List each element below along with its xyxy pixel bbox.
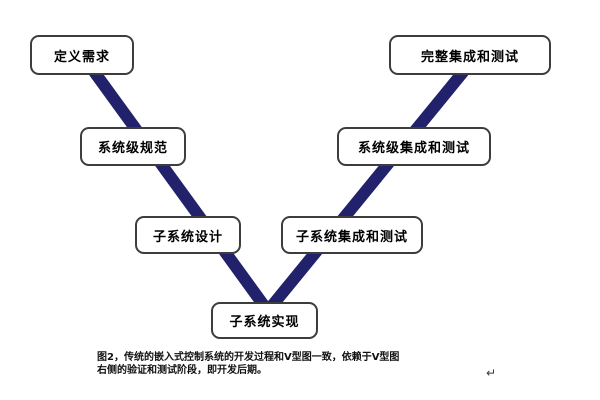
v-left-descending-line [85, 62, 270, 311]
figure-caption: 图2，传统的嵌入式控制系统的开发过程和V型图一致，依赖于V型图 右侧的验证和测试… [97, 352, 399, 377]
box-subsystem-integration-test: 子系统集成和测试 [281, 216, 423, 254]
figure-caption-line1: 图2，传统的嵌入式控制系统的开发过程和V型图一致，依赖于V型图 [97, 352, 400, 363]
box-system-level-integration-test: 系统级集成和测试 [337, 127, 491, 166]
box-subsystem-design: 子系统设计 [135, 216, 241, 254]
figure-caption-line2: 右侧的验证和测试阶段，即开发后期。 [97, 364, 267, 376]
box-system-level-spec: 系统级规范 [80, 127, 186, 166]
box-define-requirements: 定义需求 [30, 35, 134, 75]
box-subsystem-implementation: 子系统实现 [211, 302, 318, 339]
box-complete-integration-test: 完整集成和测试 [389, 35, 551, 75]
return-mark-icon: ↵ [486, 366, 497, 380]
v-right-ascending-line [266, 62, 473, 311]
